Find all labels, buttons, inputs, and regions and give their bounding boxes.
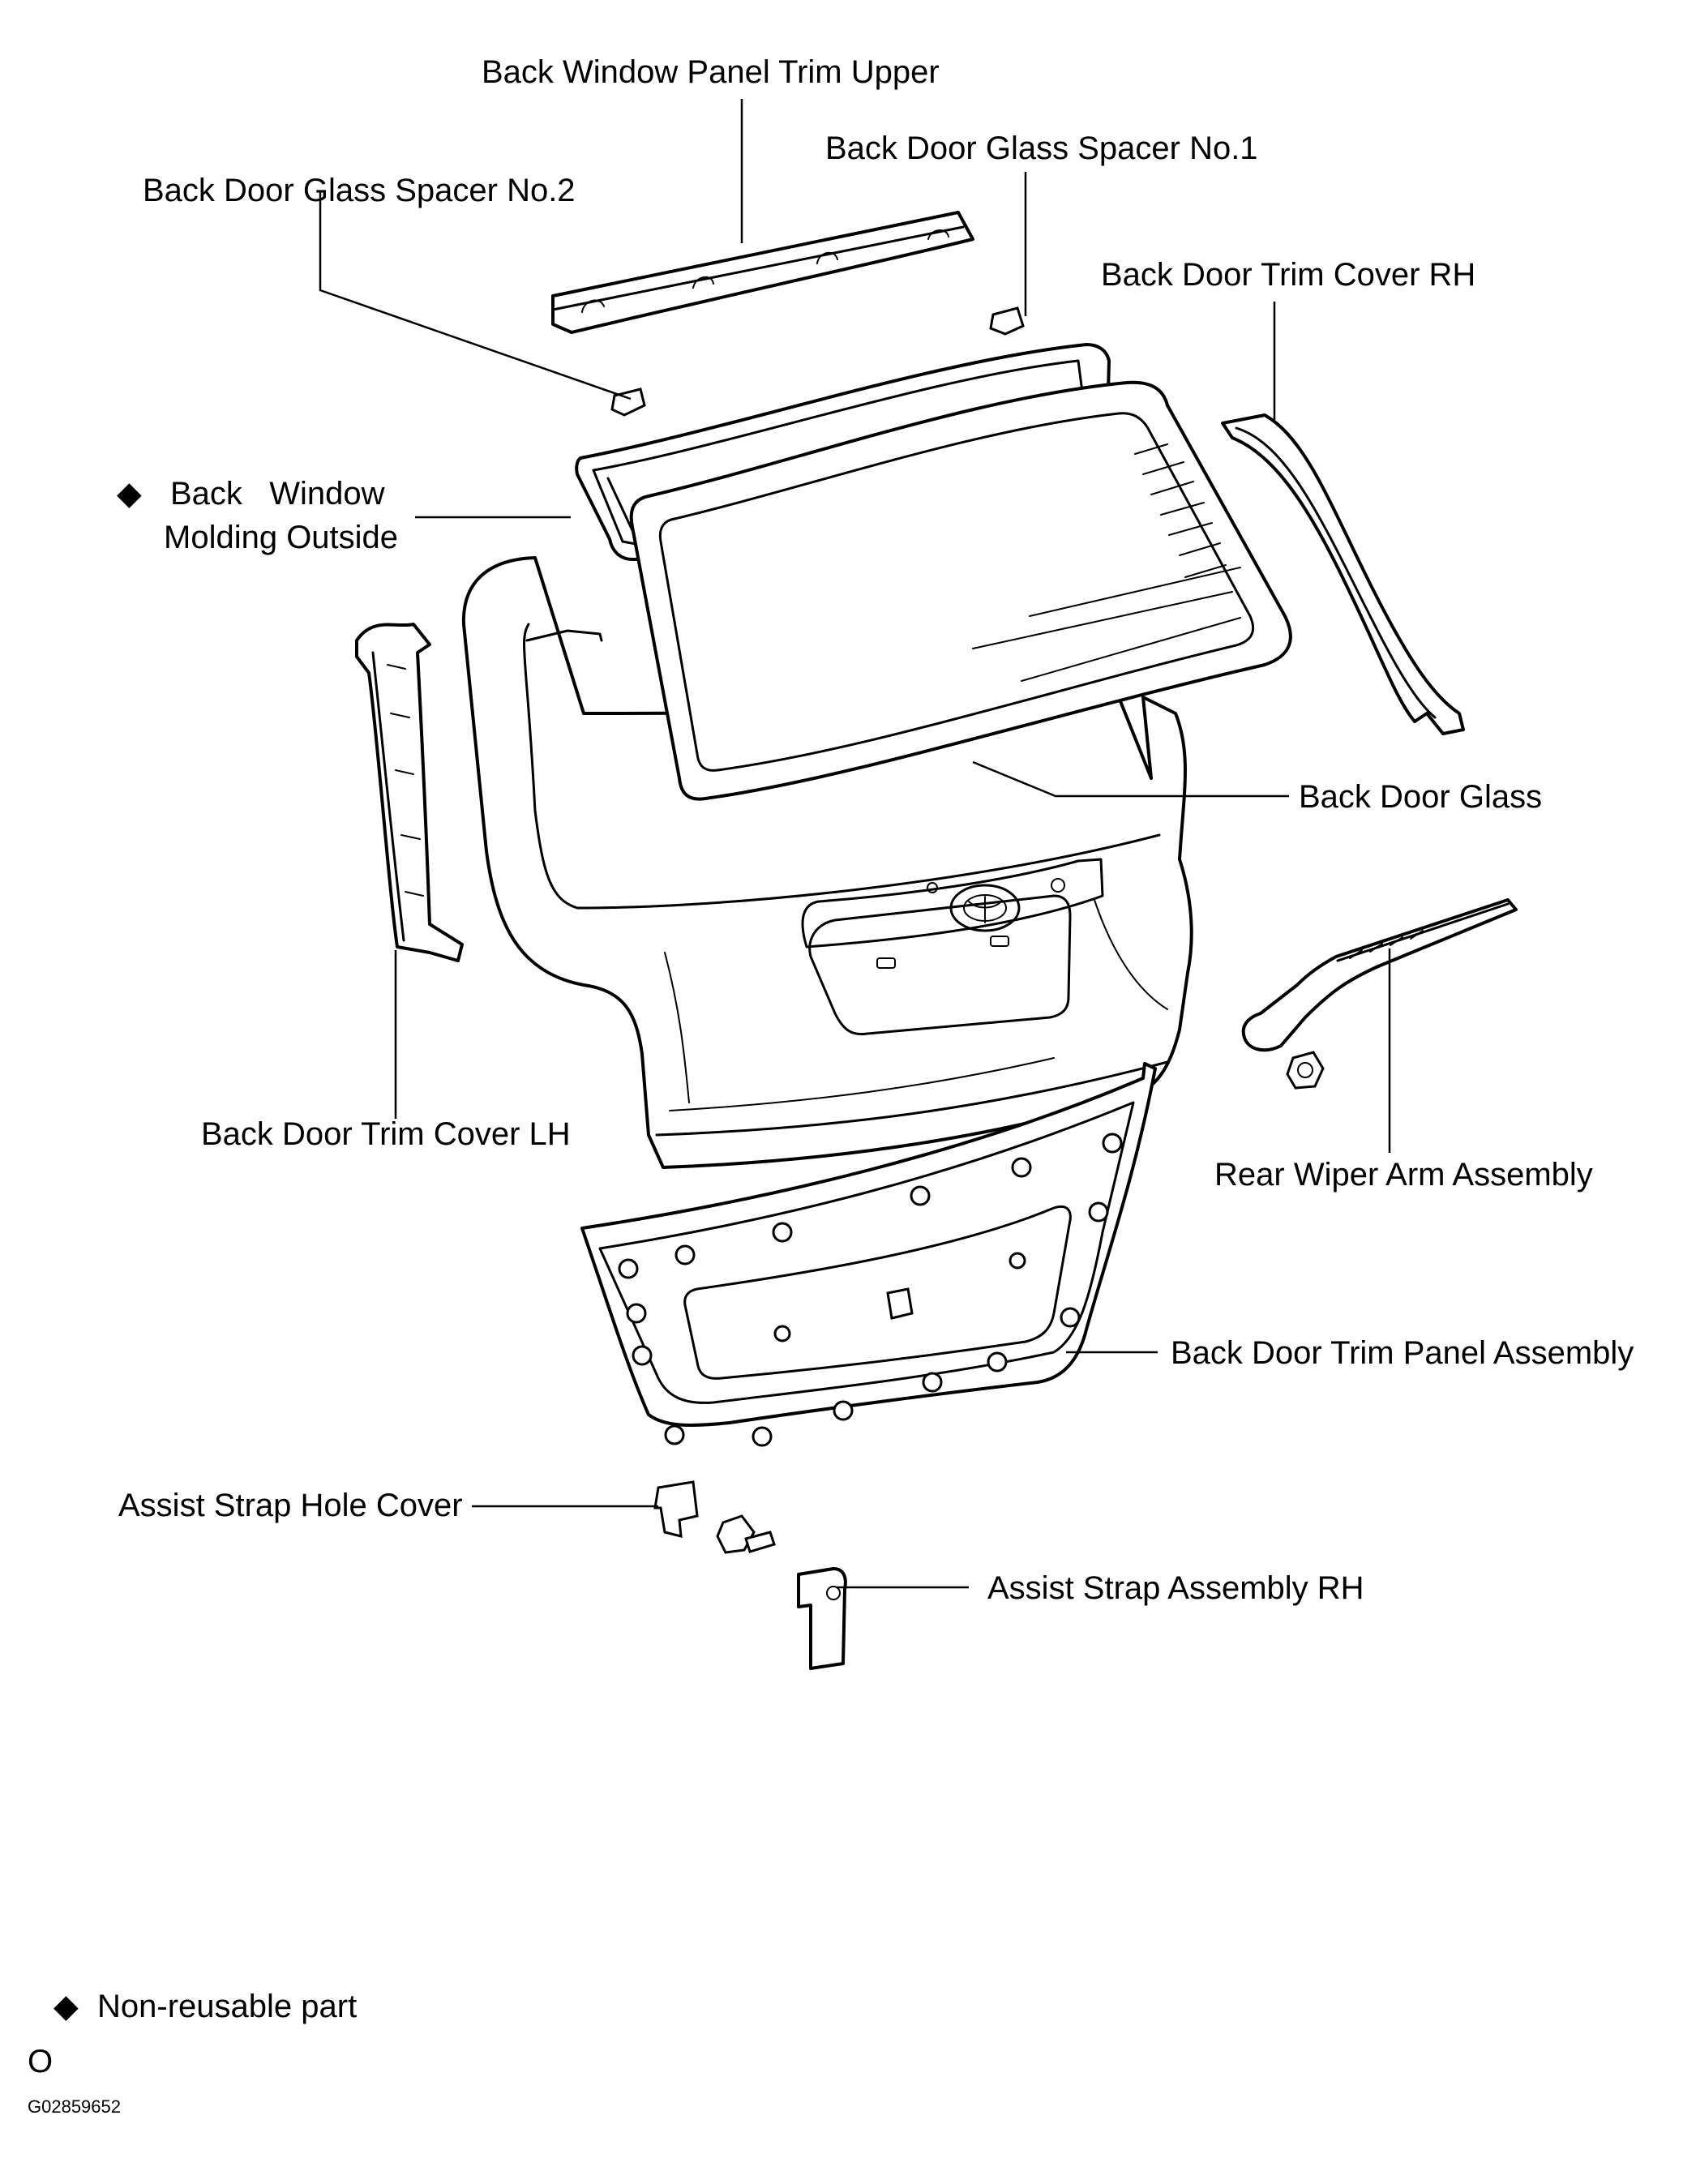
back-door-trim-panel-assembly <box>580 1062 1157 1447</box>
footer-mark: O <box>28 2044 53 2079</box>
assist-strap-assembly-rh <box>797 1567 847 1670</box>
label-back-door-trim-cover-rh: Back Door Trim Cover RH <box>1101 257 1475 293</box>
non-reusable-marker-icon: ◆ <box>117 476 142 512</box>
label-back-door-glass-spacer-no1: Back Door Glass Spacer No.1 <box>825 131 1258 166</box>
figure-code: G02859652 <box>28 2096 121 2117</box>
label-back-window-molding-line1: Back Window <box>170 476 385 512</box>
label-assist-strap-hole-cover: Assist Strap Hole Cover <box>118 1488 463 1523</box>
legend: ◆ Non-reusable part <box>54 1989 357 2024</box>
label-back-door-trim-cover-lh: Back Door Trim Cover LH <box>201 1116 571 1152</box>
label-back-door-trim-panel-assembly: Back Door Trim Panel Assembly <box>1171 1335 1634 1371</box>
label-assist-strap-assembly-rh: Assist Strap Assembly RH <box>987 1570 1364 1606</box>
back-window-panel-trim-upper <box>551 211 974 334</box>
back-door-trim-cover-rh <box>1221 413 1465 735</box>
legend-text: Non-reusable part <box>97 1989 357 2024</box>
assist-strap-screw <box>716 1514 776 1554</box>
legend-diamond-icon: ◆ <box>54 1989 79 2024</box>
callout-labels: Back Window Panel Trim Upper Back Door G… <box>117 54 1634 1606</box>
label-back-door-glass: Back Door Glass <box>1299 779 1542 815</box>
label-back-door-glass-spacer-no2: Back Door Glass Spacer No.2 <box>143 173 576 208</box>
back-door-trim-cover-lh <box>355 623 464 962</box>
footer: O G02859652 <box>28 2044 121 2117</box>
back-door-glass-spacer-no1 <box>989 306 1025 336</box>
label-rear-wiper-arm-assembly: Rear Wiper Arm Assembly <box>1214 1157 1593 1193</box>
label-back-window-panel-trim-upper: Back Window Panel Trim Upper <box>482 54 940 90</box>
back-door-glass <box>629 380 1292 801</box>
rear-wiper-arm-assembly <box>1241 898 1518 1090</box>
assist-strap-hole-cover <box>653 1480 699 1538</box>
label-back-window-molding-line2: Molding Outside <box>164 520 398 555</box>
leader-lines <box>319 99 1391 1589</box>
